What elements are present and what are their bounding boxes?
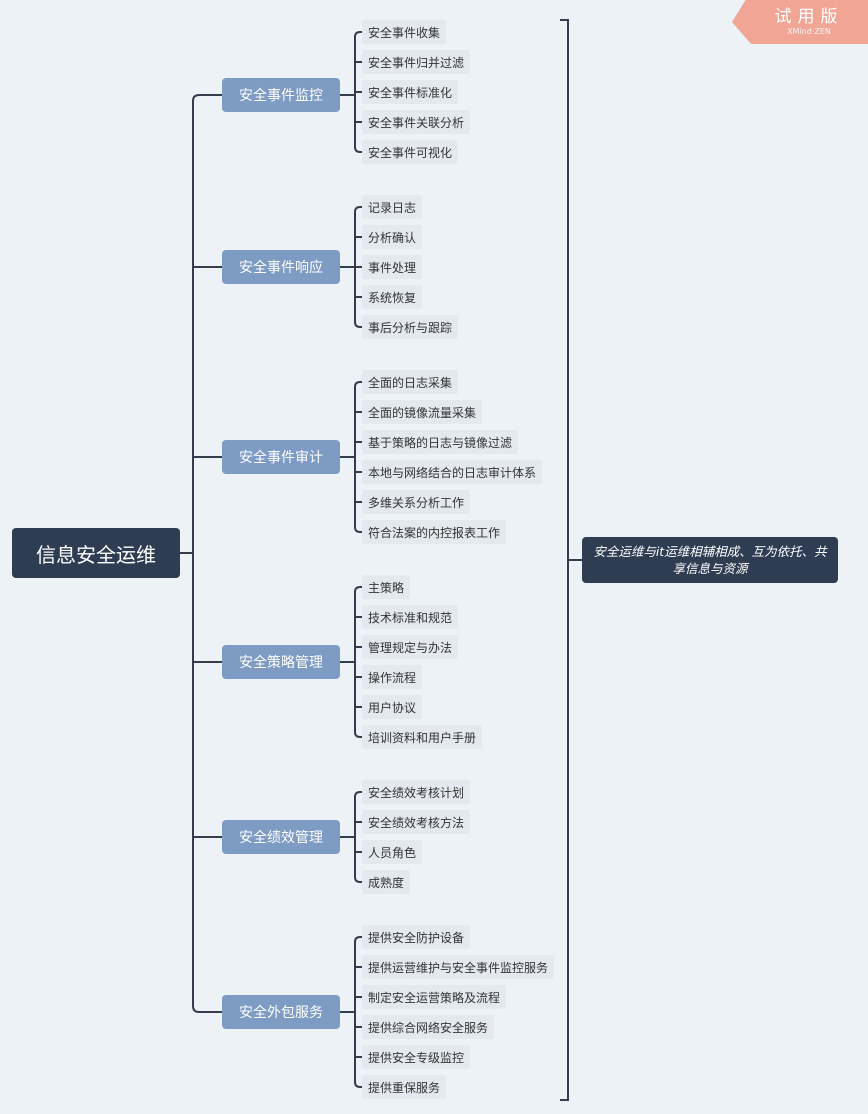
leaf-topic[interactable]: 提供安全专级监控 — [362, 1045, 471, 1069]
leaf-topic[interactable]: 提供重保服务 — [362, 1075, 447, 1099]
branch-topic[interactable]: 安全事件监控 — [222, 78, 340, 112]
root-topic[interactable]: 信息安全运维 — [12, 528, 180, 578]
leaf-topic[interactable]: 安全事件归并过滤 — [362, 50, 471, 74]
leaf-bracket-line — [354, 936, 362, 1088]
branch-topic[interactable]: 安全策略管理 — [222, 645, 340, 679]
leaf-topic[interactable]: 技术标准和规范 — [362, 605, 459, 629]
leaf-topic[interactable]: 事件处理 — [362, 255, 423, 279]
leaf-topic[interactable]: 符合法案的内控报表工作 — [362, 520, 507, 544]
leaf-topic[interactable]: 事后分析与跟踪 — [362, 315, 459, 339]
leaf-topic[interactable]: 安全绩效考核方法 — [362, 810, 471, 834]
trial-watermark: 试用版 XMind·ZEN — [732, 0, 868, 44]
branch-topic[interactable]: 安全事件审计 — [222, 440, 340, 474]
watermark-title: 试用版 — [774, 7, 844, 27]
branch-topic[interactable]: 安全外包服务 — [222, 995, 340, 1029]
leaf-topic[interactable]: 提供运营维护与安全事件监控服务 — [362, 955, 555, 979]
leaf-topic[interactable]: 操作流程 — [362, 665, 423, 689]
leaf-topic[interactable]: 成熟度 — [362, 870, 411, 894]
leaf-topic[interactable]: 全面的镜像流量采集 — [362, 400, 483, 424]
leaf-topic[interactable]: 安全事件可视化 — [362, 140, 459, 164]
watermark-subtitle: XMind·ZEN — [787, 27, 831, 36]
leaf-topic[interactable]: 提供安全防护设备 — [362, 925, 471, 949]
branch-topic[interactable]: 安全绩效管理 — [222, 820, 340, 854]
leaf-topic[interactable]: 记录日志 — [362, 195, 423, 219]
leaf-topic[interactable]: 全面的日志采集 — [362, 370, 459, 394]
leaf-bracket-line — [354, 586, 362, 738]
summary-bracket-line — [560, 19, 569, 1101]
leaf-topic[interactable]: 人员角色 — [362, 840, 423, 864]
leaf-topic[interactable]: 本地与网络结合的日志审计体系 — [362, 460, 543, 484]
leaf-topic[interactable]: 培训资料和用户手册 — [362, 725, 483, 749]
leaf-topic[interactable]: 基于策略的日志与镜像过滤 — [362, 430, 519, 454]
leaf-topic[interactable]: 提供综合网络安全服务 — [362, 1015, 495, 1039]
leaf-bracket-line — [354, 791, 362, 883]
leaf-topic[interactable]: 安全事件收集 — [362, 20, 447, 44]
leaf-topic[interactable]: 安全事件关联分析 — [362, 110, 471, 134]
leaf-topic[interactable]: 制定安全运营策略及流程 — [362, 985, 507, 1009]
leaf-topic[interactable]: 安全事件标准化 — [362, 80, 459, 104]
branch-topic[interactable]: 安全事件响应 — [222, 250, 340, 284]
leaf-topic[interactable]: 系统恢复 — [362, 285, 423, 309]
leaf-bracket-line — [354, 381, 362, 533]
leaf-topic[interactable]: 多维关系分析工作 — [362, 490, 471, 514]
summary-topic[interactable]: 安全运维与it运维相辅相成、互为依托、共享信息与资源 — [582, 537, 838, 583]
leaf-topic[interactable]: 管理规定与办法 — [362, 635, 459, 659]
leaf-topic[interactable]: 安全绩效考核计划 — [362, 780, 471, 804]
leaf-topic[interactable]: 用户协议 — [362, 695, 423, 719]
leaf-topic[interactable]: 主策略 — [362, 575, 411, 599]
leaf-topic[interactable]: 分析确认 — [362, 225, 423, 249]
trunk-line — [192, 94, 222, 1013]
